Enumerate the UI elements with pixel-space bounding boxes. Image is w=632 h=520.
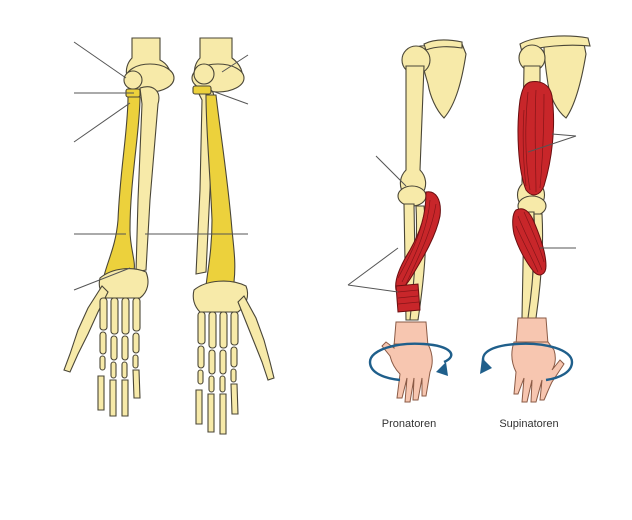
right-skeleton-leader-lines [214,54,249,105]
clavicle [423,39,463,51]
olecranon [193,63,215,85]
radius-neck-highlight [192,85,212,95]
hand [381,341,433,403]
pronator-muscles [395,191,441,313]
radius-highlighted [205,94,236,287]
ulna [135,86,160,273]
arrow-head-icon [480,358,492,374]
radius-highlighted [103,96,141,277]
elbow-joint [397,185,427,207]
pronator-leader-lines [347,155,407,293]
thumb [237,295,275,381]
hand [511,341,565,403]
supinator-muscles [512,81,555,276]
fingertips [195,383,239,435]
scapula [543,43,587,119]
supination-rotation-arrow [480,342,574,382]
wrist-skin [393,321,429,347]
humerus [399,65,427,195]
pronation-rotation-arrow [368,342,453,382]
wrist-skin [515,317,549,345]
fingertips [97,369,141,417]
left-forearm-skeleton [63,37,175,417]
arrow-head-icon [436,362,448,376]
pronator-quadratus [395,283,421,313]
pronator-caption: Pronatoren [381,418,437,430]
supinator-caption: Supinatoren [499,418,559,430]
right-forearm-skeleton [191,37,275,435]
supinator-leader-lines [527,133,577,249]
left-skeleton-leader-lines [73,41,248,291]
carpal-bones [192,280,249,313]
radius-head [123,70,143,90]
